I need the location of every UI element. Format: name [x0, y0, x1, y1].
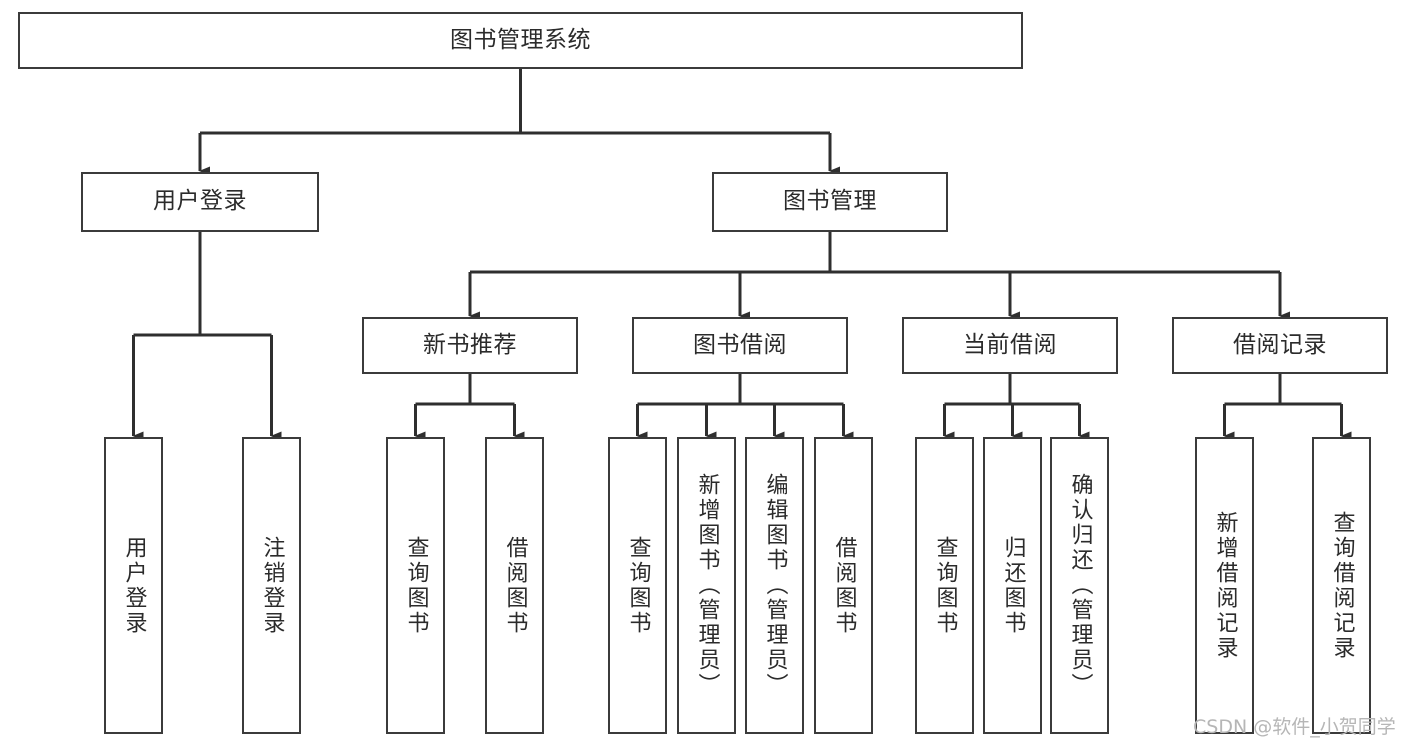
node-leaf-add-record: 新增借阅记录 — [1195, 437, 1254, 734]
node-leaf-query-record: 查询借阅记录 — [1312, 437, 1371, 734]
node-label: 用户登录 — [121, 535, 147, 636]
node-label: 查询图书 — [403, 535, 429, 636]
node-user-login: 用户登录 — [81, 172, 319, 232]
connector-lines — [132, 69, 1352, 441]
node-label: 编辑图书（管理员） — [762, 473, 788, 698]
node-leaf-edit-book: 编辑图书（管理员） — [745, 437, 804, 734]
node-label: 当前借阅 — [963, 331, 1057, 358]
node-label: 查询图书 — [932, 535, 958, 636]
node-label: 新书推荐 — [423, 331, 517, 358]
node-leaf-query-book-1: 查询图书 — [386, 437, 445, 734]
node-leaf-add-book: 新增图书（管理员） — [677, 437, 736, 734]
node-borrow-record: 借阅记录 — [1172, 317, 1388, 374]
node-leaf-user-login: 用户登录 — [104, 437, 163, 734]
node-label: 借阅图书 — [831, 535, 857, 636]
node-leaf-query-book-2: 查询图书 — [608, 437, 667, 734]
node-leaf-query-book-3: 查询图书 — [915, 437, 974, 734]
node-leaf-logout: 注销登录 — [242, 437, 301, 734]
node-leaf-confirm-return: 确认归还（管理员） — [1050, 437, 1109, 734]
node-label: 新增借阅记录 — [1212, 510, 1238, 661]
node-leaf-borrow-book-2: 借阅图书 — [814, 437, 873, 734]
node-book-manage: 图书管理 — [712, 172, 948, 232]
node-new-book-rec: 新书推荐 — [362, 317, 578, 374]
node-label: 确认归还（管理员） — [1067, 473, 1093, 698]
node-label: 新增图书（管理员） — [694, 473, 720, 698]
node-label: 查询借阅记录 — [1329, 510, 1355, 661]
node-label: 用户登录 — [153, 188, 247, 215]
node-label: 借阅图书 — [502, 535, 528, 636]
node-root: 图书管理系统 — [18, 12, 1023, 69]
node-leaf-borrow-book-1: 借阅图书 — [485, 437, 544, 734]
node-book-borrow: 图书借阅 — [632, 317, 848, 374]
node-current-borrow: 当前借阅 — [902, 317, 1118, 374]
node-leaf-return-book: 归还图书 — [983, 437, 1042, 734]
node-label: 图书管理 — [783, 188, 877, 215]
node-label: 图书管理系统 — [450, 26, 591, 53]
node-label: 注销登录 — [259, 535, 285, 636]
node-label: 查询图书 — [625, 535, 651, 636]
node-label: 借阅记录 — [1233, 331, 1327, 358]
node-label: 归还图书 — [1000, 535, 1026, 636]
node-label: 图书借阅 — [693, 331, 787, 358]
